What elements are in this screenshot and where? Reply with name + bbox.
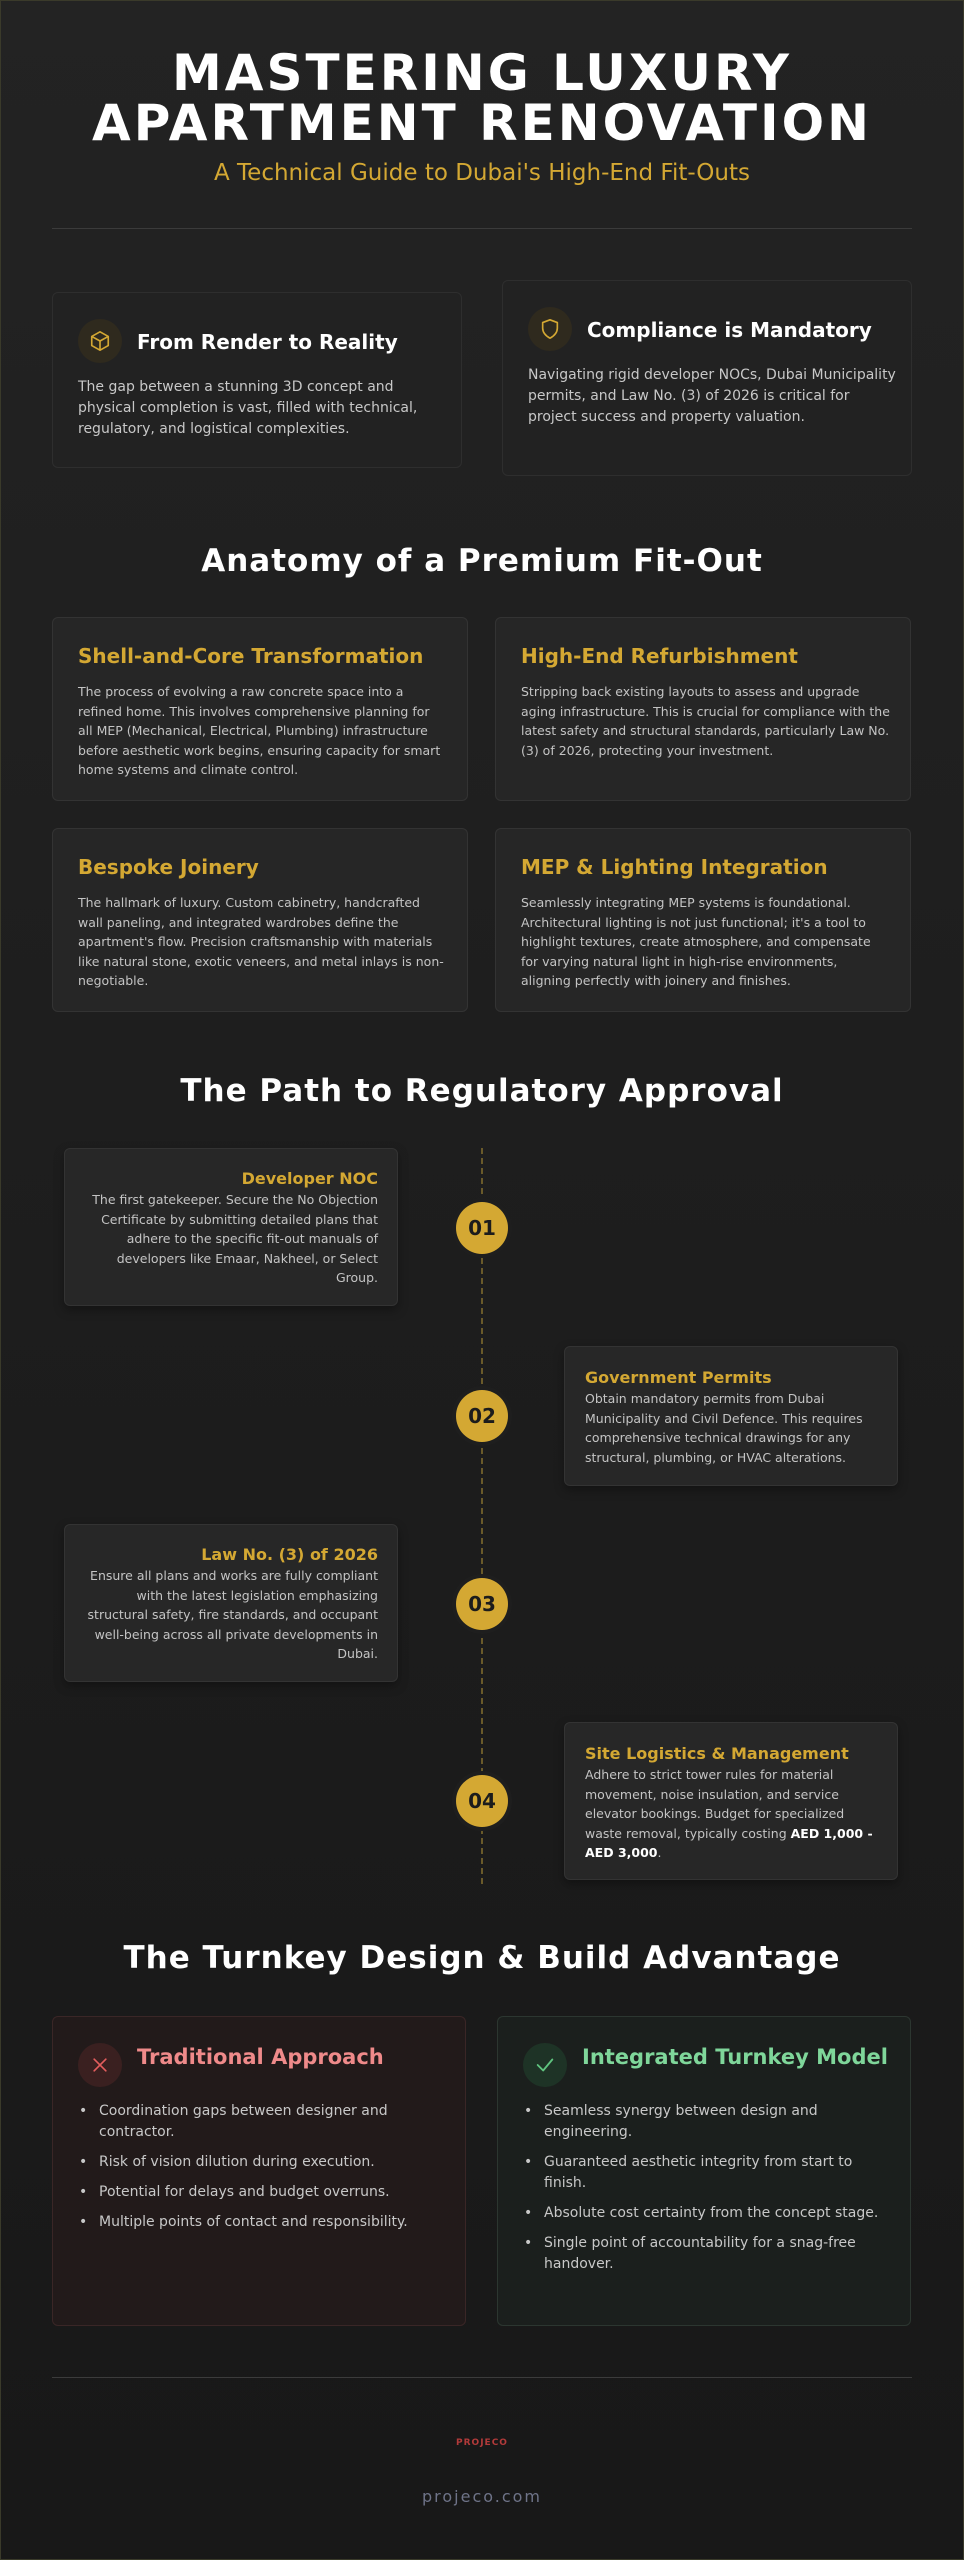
list-item: Risk of vision dilution during execution… (79, 2152, 449, 2173)
traditional-approach-card: Traditional Approach Coordination gaps b… (52, 2016, 466, 2326)
feature-title: Shell-and-Core Transformation (78, 644, 424, 668)
timeline-card: Developer NOC The first gatekeeper. Secu… (64, 1148, 398, 1306)
feature-text: Seamlessly integrating MEP systems is fo… (521, 895, 871, 988)
list-item: Guaranteed aesthetic integrity from star… (524, 2152, 894, 2194)
close-icon (78, 2043, 122, 2087)
intro-text: The gap between a stunning 3D concept an… (78, 379, 418, 437)
title-line-2: APARTMENT RENOVATION (92, 94, 872, 152)
timeline-line (481, 1148, 483, 1884)
intro-card-render: From Render to Reality The gap between a… (52, 292, 462, 468)
timeline-text-end: . (657, 1845, 662, 1860)
turnkey-list: Seamless synergy between design and engi… (524, 2101, 894, 2284)
feature-card: MEP & Lighting Integration Seamlessly in… (495, 828, 911, 1012)
timeline-text: Adhere to strict tower rules for materia… (585, 1765, 877, 1863)
list-item: Multiple points of contact and responsib… (79, 2212, 449, 2233)
timeline-text: Obtain mandatory permits from Dubai Muni… (585, 1391, 863, 1465)
turnkey-model-card: Integrated Turnkey Model Seamless synerg… (497, 2016, 911, 2326)
timeline-title: Law No. (3) of 2026 (201, 1545, 378, 1564)
list-item: Absolute cost certainty from the concept… (524, 2203, 894, 2224)
feature-text: The hallmark of luxury. Custom cabinetry… (78, 895, 444, 988)
divider (52, 2377, 912, 2378)
timeline-card: Government Permits Obtain mandatory perm… (564, 1346, 898, 1486)
cost-highlight: AED 1,000 - AED 3,000 (585, 1825, 873, 1861)
intro-text: Navigating rigid developer NOCs, Dubai M… (528, 367, 896, 425)
intro-card-compliance: Compliance is Mandatory Navigating rigid… (502, 280, 912, 476)
list-item: Coordination gaps between designer and c… (79, 2101, 449, 2143)
section-title-anatomy: Anatomy of a Premium Fit-Out (201, 543, 763, 579)
feature-text: Stripping back existing layouts to asses… (521, 684, 890, 758)
timeline-step-number: 01 (456, 1202, 508, 1254)
timeline-step-number: 02 (456, 1390, 508, 1442)
title-line-1: MASTERING LUXURY (172, 44, 792, 102)
feature-title: High-End Refurbishment (521, 644, 798, 668)
feature-title: MEP & Lighting Integration (521, 855, 828, 879)
section-title-turnkey: The Turnkey Design & Build Advantage (123, 1940, 841, 1976)
brand-logo: PROJECO (456, 2438, 508, 2448)
page-title: MASTERING LUXURY APARTMENT RENOVATION (0, 48, 964, 148)
timeline-text-body: Adhere to strict tower rules for materia… (585, 1767, 845, 1841)
feature-card: High-End Refurbishment Stripping back ex… (495, 617, 911, 801)
list-item: Seamless synergy between design and engi… (524, 2101, 894, 2143)
intro-title: From Render to Reality (137, 330, 398, 354)
timeline-card: Law No. (3) of 2026 Ensure all plans and… (64, 1524, 398, 1682)
timeline-text: The first gatekeeper. Secure the No Obje… (92, 1192, 378, 1285)
traditional-list: Coordination gaps between designer and c… (79, 2101, 449, 2242)
feature-title: Bespoke Joinery (78, 855, 259, 879)
timeline-title: Site Logistics & Management (585, 1744, 849, 1763)
shield-icon (528, 307, 572, 351)
timeline-step-number: 04 (456, 1775, 508, 1827)
feature-text: The process of evolving a raw concrete s… (78, 684, 441, 777)
check-icon (523, 2043, 567, 2087)
traditional-title: Traditional Approach (137, 2045, 384, 2069)
cube-icon (78, 319, 122, 363)
section-title-path: The Path to Regulatory Approval (180, 1073, 784, 1109)
timeline-title: Government Permits (585, 1368, 772, 1387)
timeline-text: Ensure all plans and works are fully com… (87, 1568, 378, 1661)
feature-card: Bespoke Joinery The hallmark of luxury. … (52, 828, 468, 1012)
timeline-card: Site Logistics & Management Adhere to st… (564, 1722, 898, 1880)
list-item: Potential for delays and budget overruns… (79, 2182, 449, 2203)
turnkey-title: Integrated Turnkey Model (582, 2045, 888, 2069)
page-subtitle: A Technical Guide to Dubai's High-End Fi… (214, 160, 750, 186)
intro-title: Compliance is Mandatory (587, 318, 872, 342)
timeline-step-number: 03 (456, 1578, 508, 1630)
list-item: Single point of accountability for a sna… (524, 2233, 894, 2275)
divider (52, 228, 912, 229)
timeline-title: Developer NOC (241, 1169, 378, 1188)
feature-card: Shell-and-Core Transformation The proces… (52, 617, 468, 801)
footer-url-link[interactable]: projeco.com (421, 2487, 543, 2506)
